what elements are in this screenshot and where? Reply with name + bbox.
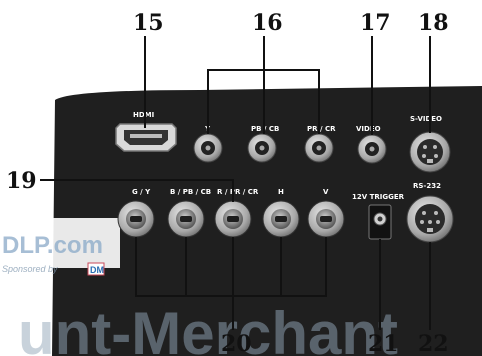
watermark: DLP.com Sponsored by DM unt-Merchant: [0, 218, 398, 356]
b-pb-cb-label: B / PB / CB: [170, 188, 211, 196]
callout-15: 15: [133, 10, 164, 36]
h-label: H: [278, 188, 284, 196]
trigger-label: 12V TRIGGER: [352, 193, 405, 201]
callout-17: 17: [360, 10, 391, 36]
r-pr-cr-label: R / PR / CR: [217, 188, 259, 196]
svideo-port: S-VIDEO: [409, 115, 451, 173]
video-label: VIDEO: [356, 125, 381, 133]
rs232-port: RS-232: [406, 182, 454, 243]
hdmi-label: HDMI: [133, 111, 154, 119]
callout-16: 16: [252, 10, 283, 36]
hdmi-port: HDMI: [115, 111, 177, 152]
callout-numbers: 15 16 17 18 19 20 21 22: [6, 10, 449, 356]
callout-19: 19: [6, 168, 37, 194]
sponsor-logo: DM: [90, 265, 104, 275]
svideo-label: S-VIDEO: [410, 115, 442, 123]
callout-21: 21: [368, 331, 399, 356]
callout-line-19: [40, 179, 234, 202]
video-port: VIDEO: [356, 125, 387, 164]
watermark-backdrop: [0, 218, 120, 268]
component-rca-group: Y PB / CB PR / CR: [193, 125, 336, 163]
watermark-large-text: unt-Merchant: [18, 300, 398, 356]
callout-line-20-bracket: [135, 237, 327, 297]
callout-lines: [40, 36, 431, 330]
rs232-label: RS-232: [413, 182, 441, 190]
callout-20: 20: [221, 331, 252, 356]
callout-22: 22: [418, 331, 449, 356]
pb-cb-label: PB / CB: [251, 125, 279, 133]
pr-cr-label: PR / CR: [307, 125, 336, 133]
callout-18: 18: [418, 10, 449, 36]
v-label: V: [323, 188, 329, 196]
trigger-port: 12V TRIGGER: [352, 193, 405, 240]
watermark-sponsor: Sponsored by: [2, 264, 58, 274]
sponsor-logo-box: [87, 262, 105, 276]
watermark-site: DLP.com: [2, 232, 103, 259]
g-y-label: G / Y: [132, 188, 151, 196]
